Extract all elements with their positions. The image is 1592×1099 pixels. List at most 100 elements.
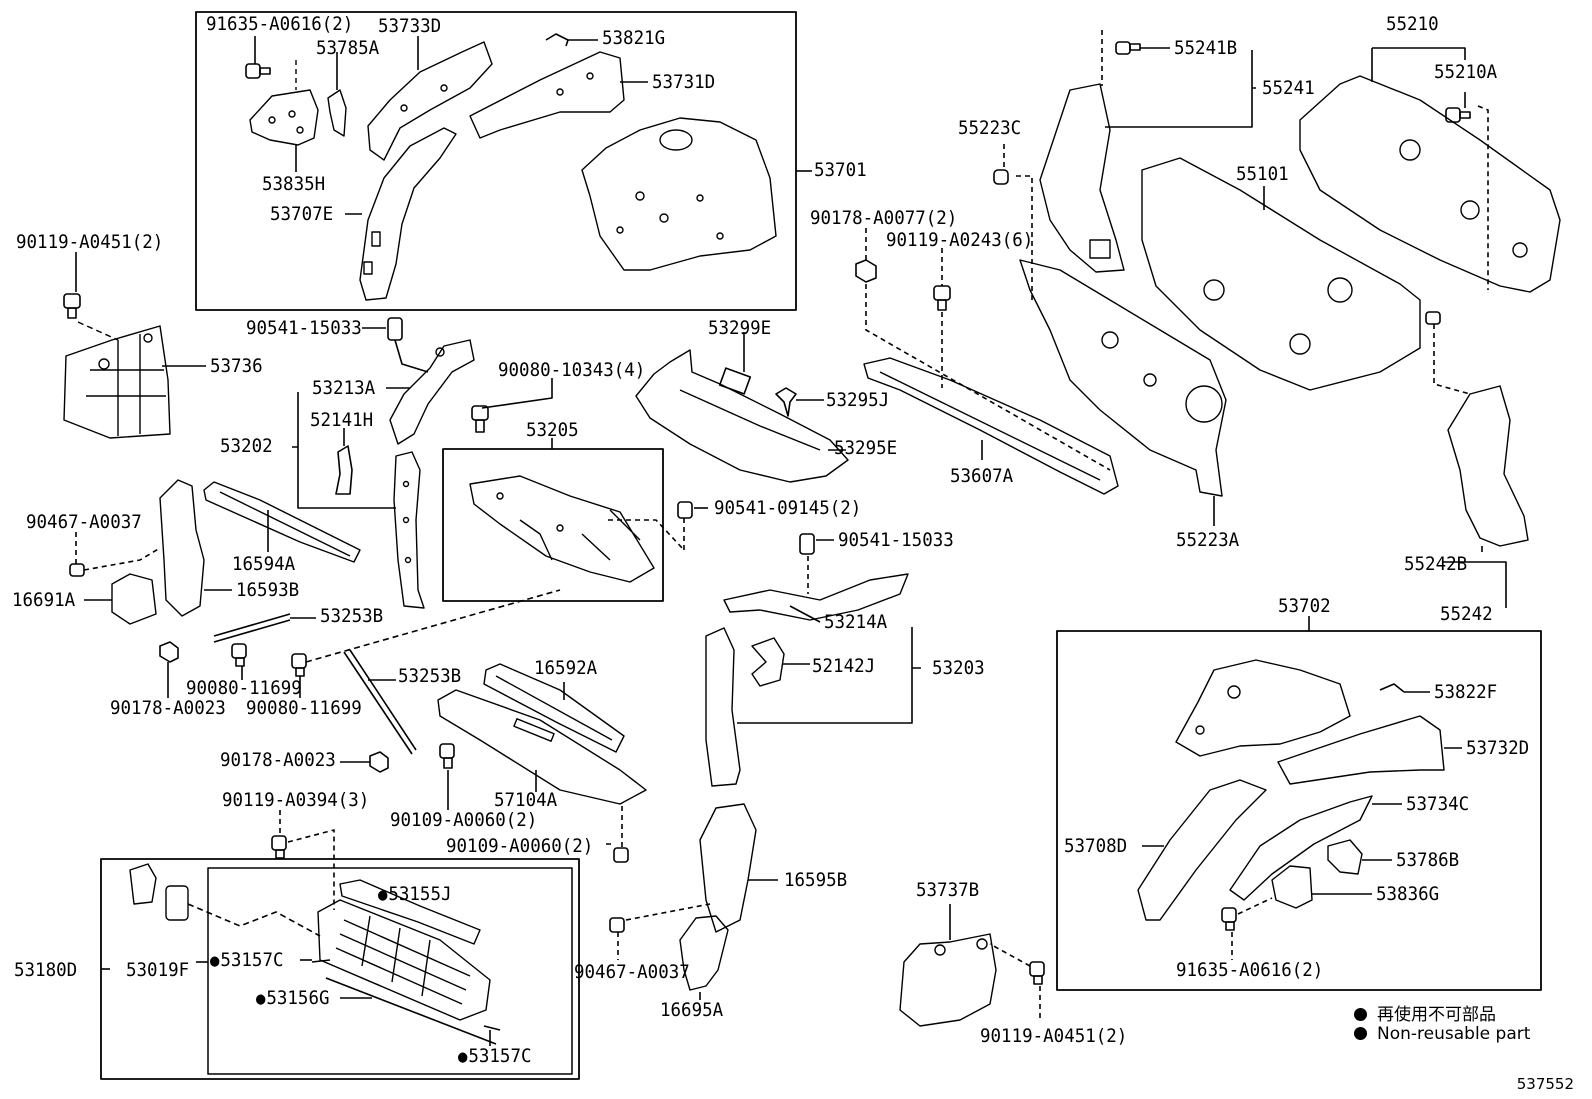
part-55242 (1447, 385, 1529, 547)
label-90178-a0077: 90178-A0077(2) (810, 207, 958, 229)
label-90119-a0451-bottom: 90119-A0451(2) (980, 1025, 1128, 1047)
part-53253B-rod-a (213, 613, 291, 643)
part-16691A (111, 573, 157, 625)
label-53734C: 53734C (1406, 793, 1470, 815)
part-16595B (699, 803, 757, 933)
label-53786B: 53786B (1396, 849, 1460, 871)
part-90080-11699-bolt-b (291, 653, 307, 677)
part-91635-bolt-top (245, 63, 271, 79)
bracket-55241 (1105, 50, 1256, 128)
part-55223A (1019, 259, 1227, 497)
group-box-53701 (195, 11, 797, 311)
part-90541-09145 (677, 501, 693, 519)
leader-55242-dash (1433, 324, 1471, 395)
part-53157C-a (311, 959, 331, 963)
label-16592A: 16592A (534, 657, 598, 679)
part-90178-a0023-nut-b (369, 751, 389, 773)
label-90119-a0243: 90119-A0243(6) (886, 229, 1034, 251)
label-53836G: 53836G (1376, 883, 1440, 905)
label-53157C-a: 53157C (210, 950, 283, 971)
part-90178-a0023-nut-a (159, 641, 179, 663)
legend-bullet-1 (1354, 1008, 1367, 1021)
label-53253B-b: 53253B (398, 665, 462, 687)
label-53785A: 53785A (316, 37, 380, 59)
part-90080-11699-bolt-a (231, 643, 247, 667)
leader-90119-a0451-bottom (989, 943, 1041, 1022)
part-53295J-clip (775, 387, 797, 417)
label-53731D: 53731D (652, 71, 716, 93)
part-53737B (899, 933, 997, 1027)
leader-55223C (1003, 144, 1033, 300)
bracket-55210 (1371, 47, 1466, 82)
legend-text-english: Non-reusable part (1377, 1024, 1531, 1044)
part-53822F (1379, 683, 1405, 693)
leader-90541-a (362, 327, 429, 373)
part-53203-pillar (705, 627, 741, 787)
label-91635-a0616-top: 91635-A0616(2) (206, 13, 354, 35)
part-90467-a0037-bolt-b (609, 917, 625, 933)
label-53822F: 53822F (1434, 681, 1498, 703)
label-53733D: 53733D (378, 15, 442, 37)
part-53299E-pad (718, 367, 752, 395)
label-55241B: 55241B (1174, 37, 1238, 59)
part-16594A (203, 481, 361, 563)
bracket-53202 (292, 392, 396, 509)
leader-90178-a0077 (865, 228, 1111, 471)
label-55210: 55210 (1386, 13, 1439, 35)
leader-55210A-dash (1477, 105, 1489, 290)
part-91635-a0616-bolt-bottom (1221, 907, 1237, 931)
group-box-53702 (1056, 630, 1542, 991)
part-53213A (389, 339, 475, 445)
label-55242B: 55242B (1404, 553, 1468, 575)
label-52141H: 52141H (310, 409, 374, 431)
label-55241: 55241 (1262, 77, 1315, 99)
label-55210A: 55210A (1434, 61, 1498, 83)
label-53736: 53736 (210, 355, 263, 377)
label-55223C: 55223C (958, 117, 1022, 139)
part-90541-15033-bumper (387, 317, 403, 341)
label-16695A: 16695A (660, 999, 724, 1021)
label-90467-a0037-left: 90467-A0037 (26, 511, 142, 533)
part-53785A (327, 89, 347, 137)
part-55242-bolt (1425, 311, 1441, 325)
legend-text-japanese: 再使用不可部品 (1377, 1005, 1496, 1025)
part-53155J (339, 879, 481, 945)
part-53734C (1229, 795, 1373, 901)
leader-90119-a0394 (279, 810, 335, 910)
label-55223A: 55223A (1176, 529, 1240, 551)
part-53019F-bracket (129, 863, 157, 905)
part-53707E (359, 127, 457, 301)
label-53180D: 53180D (14, 959, 78, 981)
leader-90467-a0037-b (617, 903, 711, 960)
part-55101 (1141, 157, 1421, 391)
part-53205-support (469, 475, 655, 583)
label-53701: 53701 (814, 159, 867, 181)
label-16691A: 16691A (12, 589, 76, 611)
label-90119-a0451-left: 90119-A0451(2) (16, 231, 164, 253)
label-53019F: 53019F (126, 959, 190, 981)
label-16594A: 16594A (232, 553, 296, 575)
label-53295J: 53295J (826, 389, 890, 411)
part-90119-a0394-bolt (271, 835, 287, 859)
part-53786B (1327, 839, 1363, 875)
label-90109-a0060-b: 90109-A0060(2) (446, 835, 594, 857)
part-53019F-clip (165, 885, 189, 921)
label-53835H: 53835H (262, 173, 326, 195)
group-box-53019F (207, 867, 573, 1075)
leader-53214A (789, 605, 821, 623)
label-53156G: 53156G (256, 988, 329, 1009)
part-53708D (1137, 779, 1267, 921)
legend-line-japanese: 再使用不可部品 (1354, 1000, 1496, 1025)
label-53702: 53702 (1278, 595, 1331, 617)
part-53295E-cowl (635, 349, 849, 483)
part-16695A (679, 915, 729, 991)
label-90080-11699-b: 90080-11699 (246, 697, 362, 719)
label-53708D: 53708D (1064, 835, 1128, 857)
bracket-53203 (737, 627, 921, 724)
part-53835H-plate (249, 60, 319, 146)
label-53205: 53205 (526, 419, 579, 441)
part-90119-a0243-bolt (933, 285, 951, 311)
leader-53019F-dash (187, 903, 321, 937)
part-55223C-clip (993, 169, 1009, 185)
